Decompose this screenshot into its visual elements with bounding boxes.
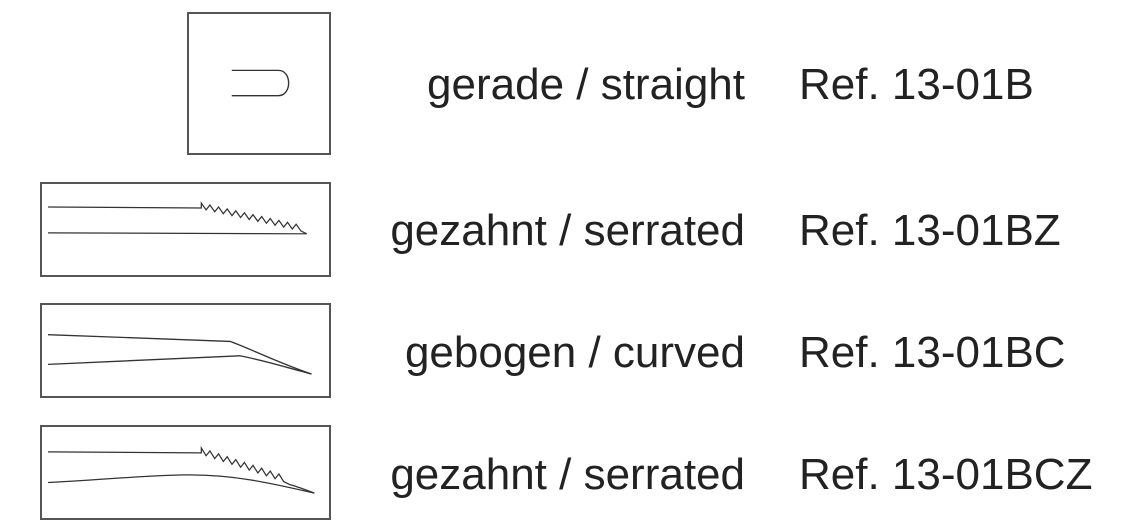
curved-serrated-tip-box <box>40 425 331 520</box>
row-3-description: gebogen / curved <box>404 328 745 377</box>
serrated-tip-icon <box>48 201 307 235</box>
row-1-ref: Ref. 13-01B <box>799 60 1034 109</box>
serrated-tip-box <box>40 182 331 277</box>
curved-tip-icon <box>48 334 312 375</box>
curved-serrated-tip-icon <box>48 445 315 494</box>
row-2-ref: Ref. 13-01BZ <box>799 206 1061 255</box>
row-3-ref: Ref. 13-01BC <box>799 328 1066 377</box>
curved-tip-box <box>40 303 331 398</box>
straight-tip-icon <box>231 69 290 97</box>
row-1-description: gerade / straight <box>427 60 745 109</box>
row-4-description: gezahnt / serrated <box>390 450 745 499</box>
row-4-ref: Ref. 13-01BCZ <box>799 450 1093 499</box>
straight-tip-box <box>187 12 331 155</box>
row-2-description: gezahnt / serrated <box>390 206 745 255</box>
